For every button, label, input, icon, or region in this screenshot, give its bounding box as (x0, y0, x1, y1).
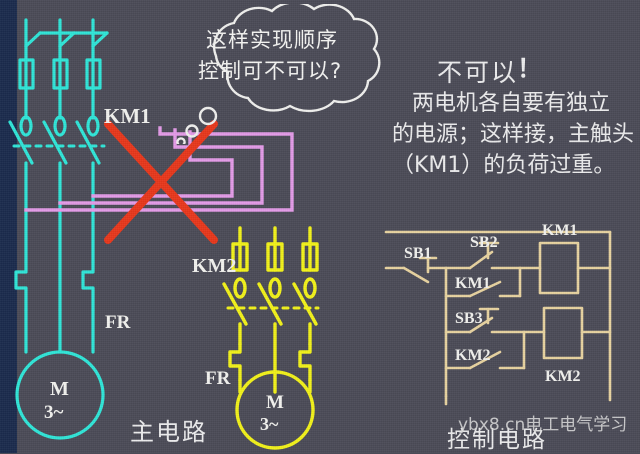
label-contact-km1: KM1 (455, 275, 491, 292)
left-edge-strip (0, 0, 17, 453)
motor2-main-circuit (222, 226, 320, 450)
label-fr-left: FR (105, 312, 131, 333)
label-km1-main: KM1 (104, 104, 151, 128)
control-circuit-caption: 控制电路 (447, 427, 547, 453)
watermark-text: ybx8.cn电工电气学习 (458, 415, 628, 435)
motor2-phase: 3~ (260, 414, 279, 434)
motor1-symbol: M (50, 378, 69, 400)
motor1-main-circuit (8, 18, 109, 440)
answer-headline: 不可以 (437, 58, 519, 87)
thought-bubble (176, 4, 381, 144)
answer-line-1: 两电机各自要有独立 (412, 91, 611, 116)
label-sb3: SB3 (455, 310, 483, 327)
bubble-line-1: 这样实现顺序 (206, 28, 338, 52)
label-coil-km2: KM2 (545, 368, 581, 385)
label-coil-km1: KM1 (542, 222, 578, 239)
label-fr-right: FR (205, 368, 231, 389)
label-sb2: SB2 (470, 234, 498, 251)
answer-exclaim: ！ (517, 54, 543, 83)
control-circuit-ladder (384, 230, 612, 406)
answer-line-2: 的电源；这样接，主触头 (392, 122, 635, 147)
motor2-symbol: M (266, 392, 284, 413)
main-circuit-caption: 主电路 (130, 418, 208, 446)
reject-cross-mark (104, 120, 218, 244)
label-km2-main: KM2 (192, 255, 237, 277)
answer-line-3: （KM1）的负荷过重。 (392, 153, 616, 178)
label-sb1: SB1 (404, 245, 432, 262)
bubble-line-2: 控制可不可以? (198, 59, 343, 83)
motor1-phase: 3~ (44, 402, 64, 423)
label-contact-km2: KM2 (455, 347, 491, 364)
